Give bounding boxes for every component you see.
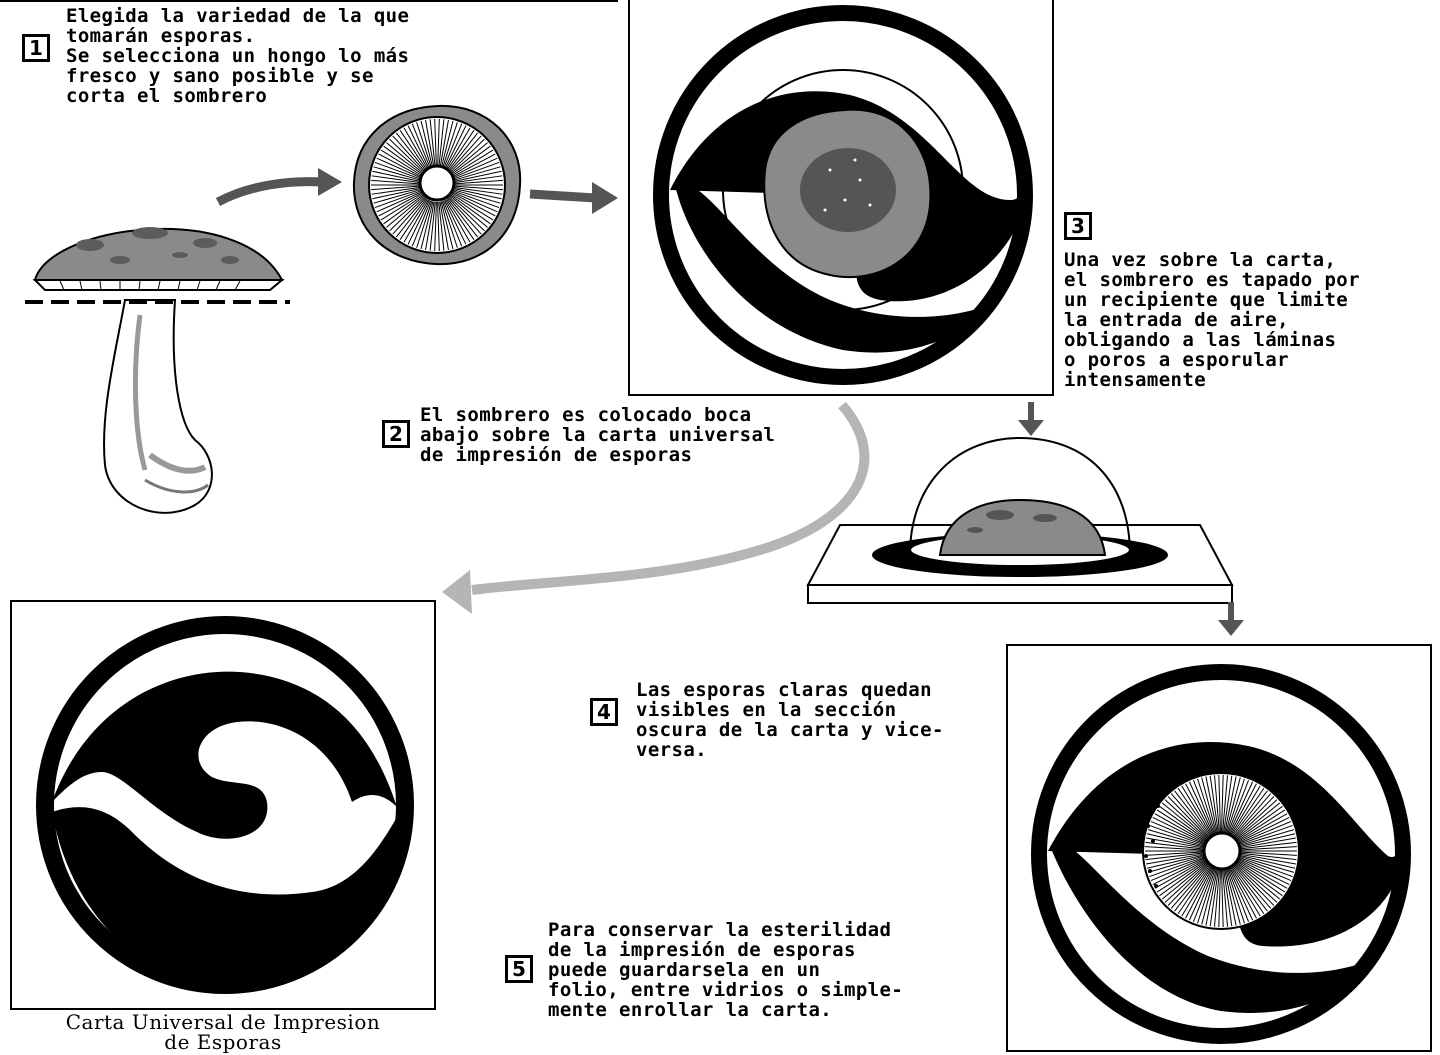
universal-spore-card-panel <box>10 600 436 1010</box>
result-spore-card-panel <box>1006 644 1432 1052</box>
arrow-icon <box>1216 602 1246 642</box>
step4-number-badge: 4 <box>590 698 618 726</box>
step1-text: Elegida la variedad de la que tomarán es… <box>66 6 409 106</box>
spore-card-icon <box>12 602 438 1012</box>
step5-number-badge: 5 <box>505 955 533 983</box>
top-border-line <box>0 0 618 2</box>
spore-card-panel-step2 <box>628 0 1054 396</box>
arrow-icon <box>210 160 350 220</box>
step4-text: Las esporas claras quedan visibles en la… <box>636 680 944 760</box>
step3-text: Una vez sobre la carta, el sombrero es t… <box>1064 250 1360 390</box>
step5-text: Para conservar la esterilidad de la impr… <box>548 920 903 1020</box>
step2-number-badge: 2 <box>382 420 410 448</box>
cap-underside-icon <box>348 100 528 270</box>
spore-card-icon <box>630 0 1056 396</box>
arrow-icon <box>528 178 628 218</box>
spore-card-icon <box>1008 646 1434 1054</box>
card-caption: Carta Universal de Impresion de Esporas <box>10 1012 436 1052</box>
mushroom-icon <box>20 205 320 525</box>
step1-number-badge: 1 <box>22 34 50 62</box>
step3-number-badge: 3 <box>1064 212 1092 240</box>
glass-dome-icon <box>800 430 1240 610</box>
